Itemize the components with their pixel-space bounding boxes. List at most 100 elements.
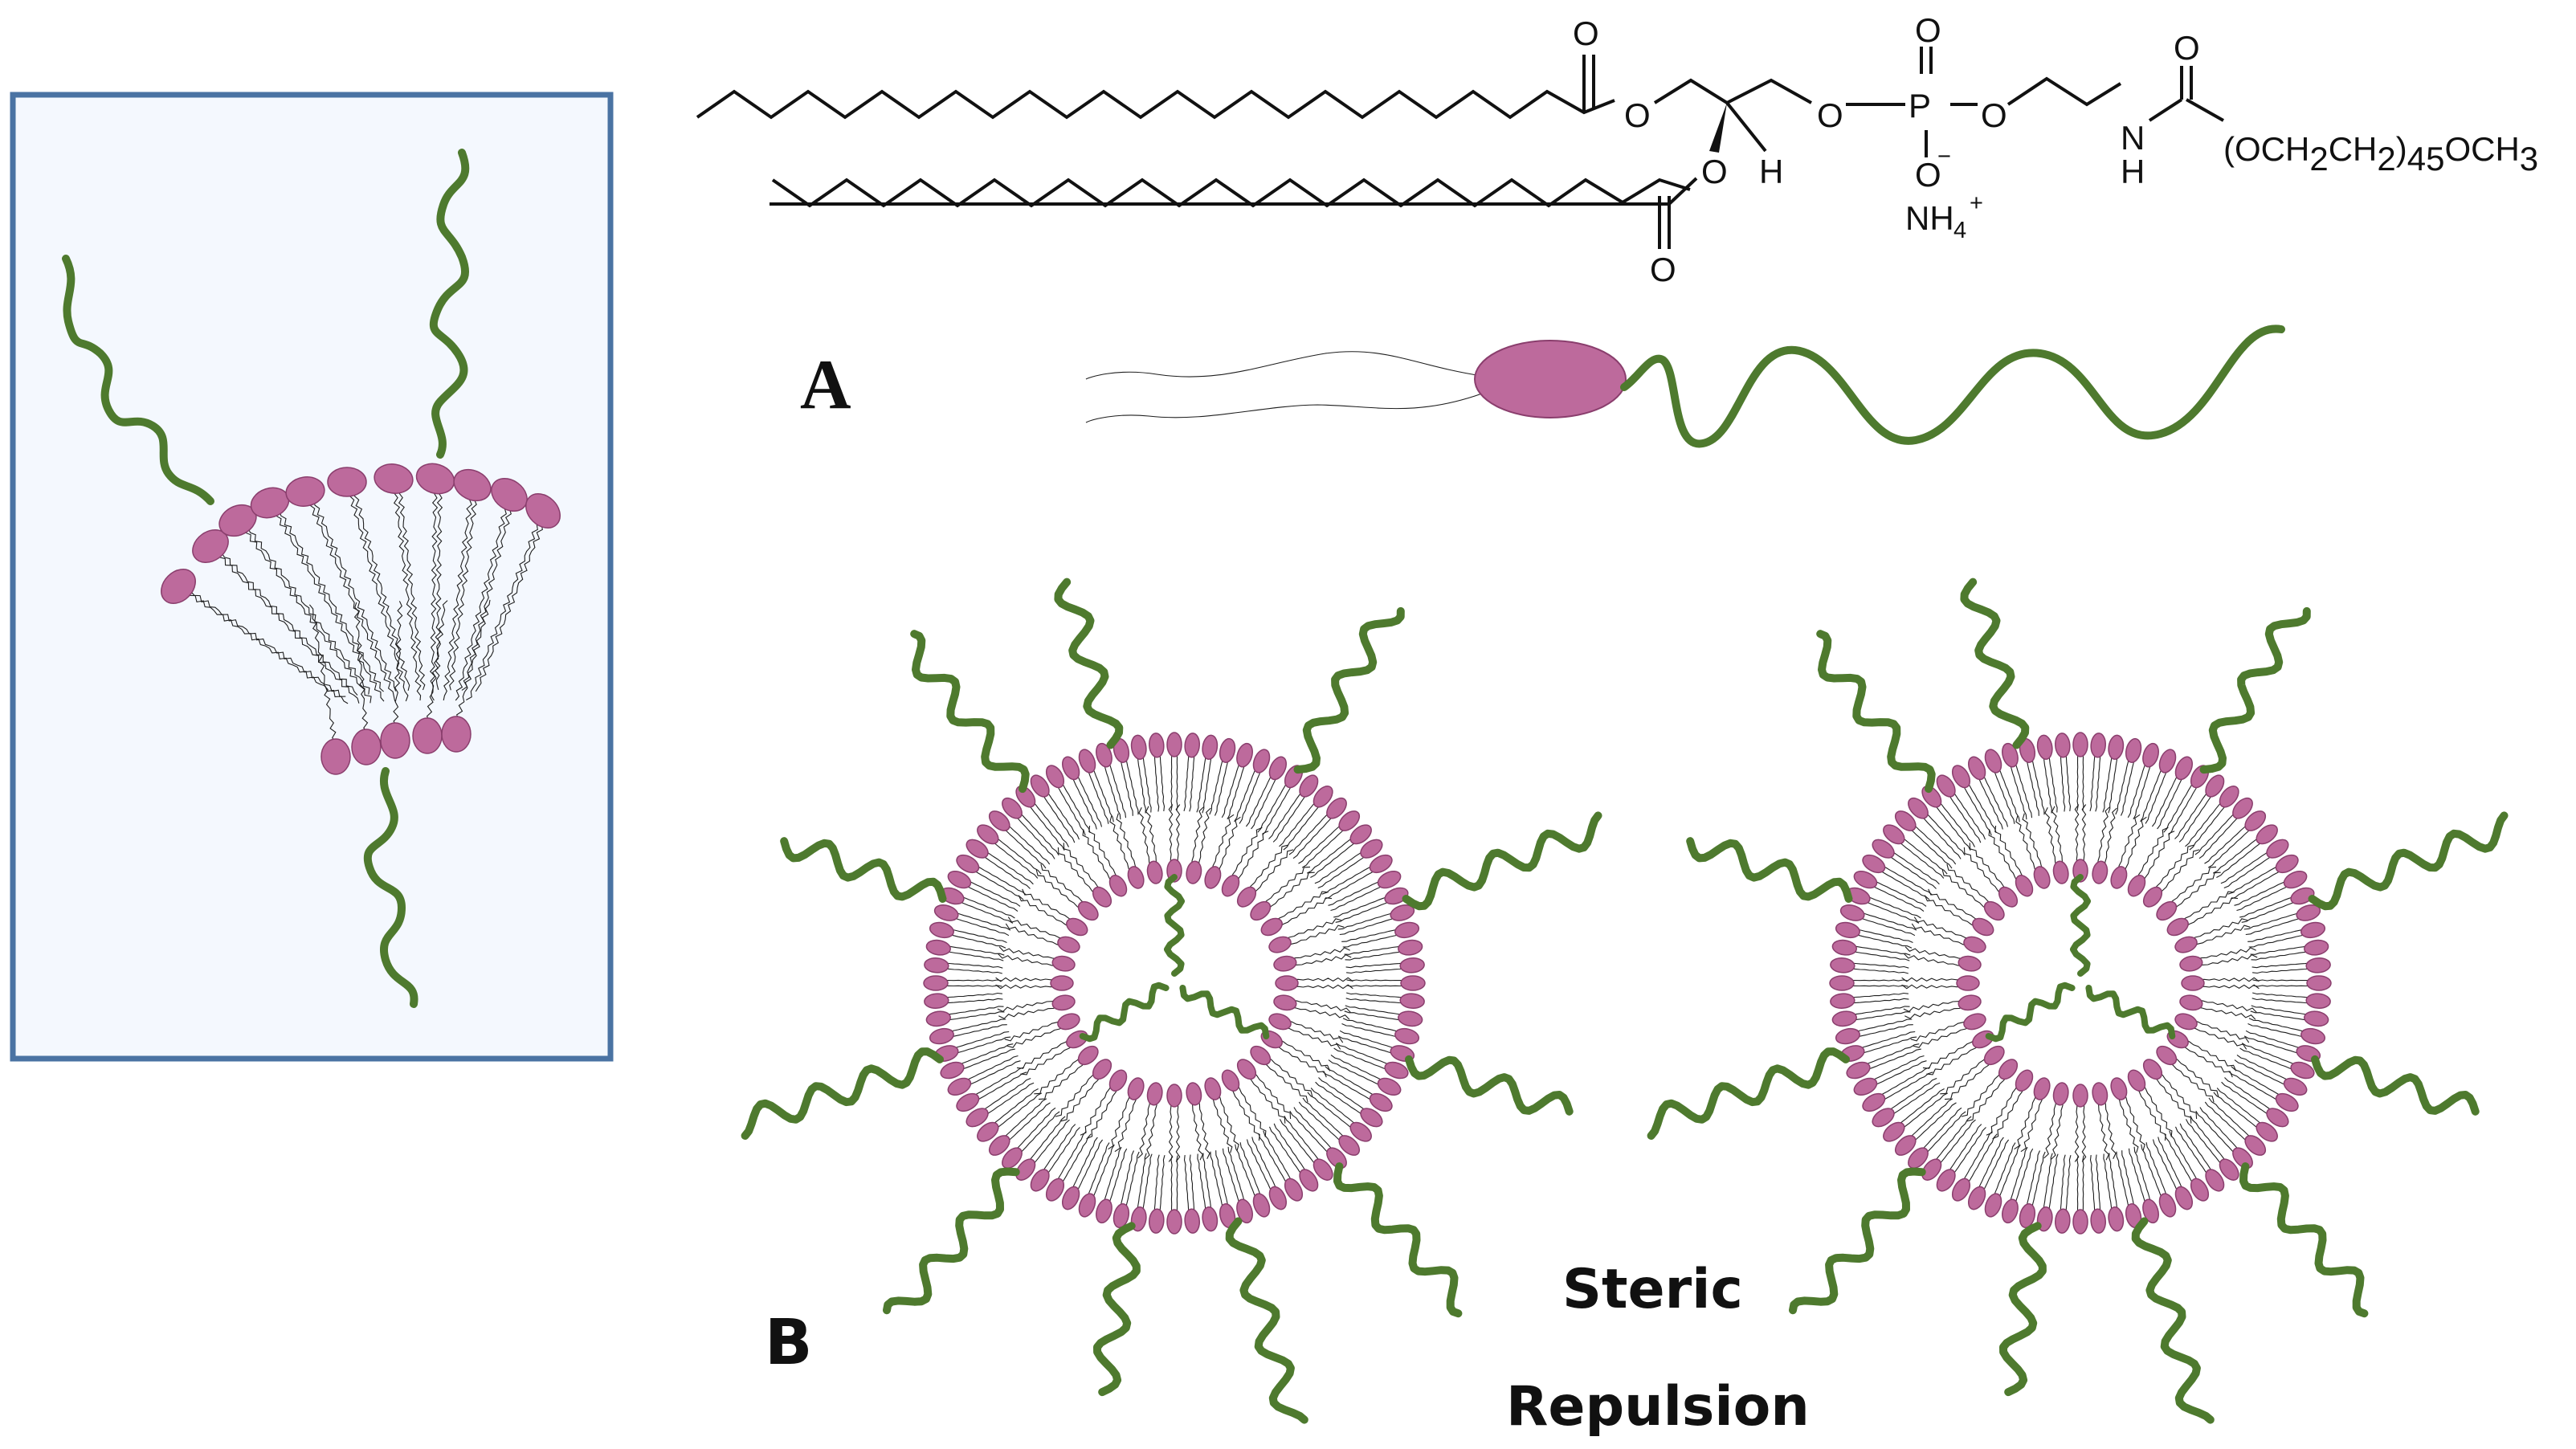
outer-lipid-head: [1149, 733, 1165, 758]
outer-lipid-head: [988, 810, 1010, 831]
outer-lipid-head: [2158, 1193, 2177, 1218]
inset-panel: [10, 92, 614, 1062]
lipid-tail: [2065, 753, 2072, 811]
lipid-tail: [1898, 841, 1945, 879]
outer-lipid-head: [2055, 733, 2071, 758]
lipid-tail: [1215, 1150, 1229, 1208]
peg-chain: [1999, 1222, 2047, 1397]
inner-lipid-head: [2166, 917, 2189, 937]
outer-lipid-head: [1284, 1178, 1304, 1202]
outer-lipid-head: [977, 824, 999, 845]
outer-lipid-head: [1252, 1193, 1271, 1218]
lipid-tail: [2193, 1019, 2250, 1043]
lipid-tail: [2245, 917, 2302, 936]
lipid-tail: [2133, 1146, 2152, 1203]
lipid-tail: [2212, 836, 2260, 874]
lipid-tail: [960, 896, 1015, 919]
lipid-tail: [1218, 1093, 1239, 1151]
glycerol-h: H: [1759, 153, 1783, 190]
outer-lipid-head: [1002, 1147, 1023, 1169]
lipid-tail: [1898, 1088, 1945, 1125]
lipid-tail: [1056, 784, 1086, 836]
lipid-tail: [1014, 1107, 1056, 1151]
inset-tail: [393, 601, 403, 732]
peg-chain: [1816, 630, 1936, 794]
outer-lipid-head: [2205, 774, 2225, 798]
inset-tail: [308, 604, 337, 748]
outer-lipid-head: [956, 1092, 980, 1112]
lipid-tail: [2136, 827, 2169, 879]
ammonium-subscript: 4: [1953, 218, 1966, 243]
outer-lipid-head: [1061, 1186, 1080, 1210]
lipid-tail: [1116, 813, 1138, 871]
inset-head: [491, 477, 528, 512]
inner-lipid-head: [1051, 994, 1076, 1011]
inset-tail: [353, 602, 369, 738]
peg-sub3: 3: [2520, 140, 2538, 178]
lipid-tail: [1292, 999, 1351, 1013]
lipid-tail: [1268, 790, 1303, 839]
outer-lipid-head: [1360, 1108, 1383, 1128]
outer-lipid-head: [2072, 732, 2088, 757]
lipid-tail: [1292, 984, 1353, 990]
minus-sign: −: [1937, 144, 1951, 169]
lipid-tail: [2141, 1144, 2163, 1199]
lipid-tail: [2198, 977, 2260, 982]
lipid-tail: [1218, 816, 1241, 873]
outer-lipid-head: [2219, 786, 2239, 808]
outer-lipid-head: [933, 904, 959, 921]
lipid-tail: [1202, 755, 1212, 814]
lipid-tail: [2178, 794, 2213, 843]
lipid-tail: [1170, 753, 1173, 811]
lipid-tail: [992, 1088, 1039, 1125]
lipid-tail: [2181, 891, 2235, 921]
inner-lipid-head: [2015, 1069, 2034, 1092]
lipid-tail: [2082, 752, 2084, 811]
lipid-tail: [2169, 866, 2217, 904]
lipid-tail: [1076, 1139, 1104, 1193]
lipid-tail: [2104, 1099, 2117, 1159]
inner-lipid-head: [1958, 994, 1982, 1011]
lipid-tail: [975, 1071, 1027, 1101]
lipid-tail: [944, 992, 1002, 998]
lipid-tail: [2044, 807, 2057, 867]
inset-tail: [190, 591, 346, 697]
lipid-tail: [1022, 888, 1074, 921]
lipid-tail: [2065, 1155, 2072, 1214]
lipid-tail: [1913, 1102, 1957, 1143]
outer-lipid-head: [988, 1135, 1010, 1156]
lipid-tail: [1153, 753, 1160, 812]
lipid-tail: [2109, 1153, 2118, 1211]
lipid-tail: [2169, 1130, 2198, 1182]
lipid-tail: [949, 929, 1007, 944]
outer-lipid-head: [1349, 824, 1372, 845]
outer-lipid-head: [923, 975, 949, 991]
inset-tail: [216, 553, 360, 704]
outer-lipid-head: [1369, 1092, 1393, 1112]
lipid-tail: [1114, 1096, 1138, 1153]
lipid-tail: [1314, 851, 1364, 884]
lipid-tail: [1267, 1056, 1313, 1097]
lipid-tail: [2247, 929, 2305, 942]
lipid-tail: [1302, 1097, 1346, 1139]
outer-lipid-head: [2244, 1135, 2267, 1156]
lipid-tail: [1082, 829, 1112, 883]
lipid-tail: [2163, 782, 2194, 833]
lipid-tail: [1337, 912, 1394, 930]
lipid-tail: [2159, 1071, 2198, 1120]
outer-lipid-head: [1951, 1178, 1971, 1202]
inset-tail: [349, 491, 409, 702]
lipid-tail: [2231, 1066, 2282, 1096]
lipid-tail: [1019, 1111, 1060, 1155]
outer-lipid-head: [1830, 993, 1855, 1009]
outer-lipid-head: [1149, 1208, 1165, 1234]
outer-lipid-head: [2266, 839, 2289, 859]
outer-lipid-head: [2190, 1178, 2210, 1202]
lipid-tail: [2190, 1115, 2227, 1162]
lipid-tail: [1851, 1006, 1910, 1015]
peg-chain: [2308, 811, 2509, 911]
lipid-tail: [1190, 1100, 1204, 1161]
lipid-tail: [2239, 1047, 2295, 1071]
outer-lipid-head: [2142, 742, 2159, 768]
outer-lipid-head: [2142, 1198, 2159, 1224]
